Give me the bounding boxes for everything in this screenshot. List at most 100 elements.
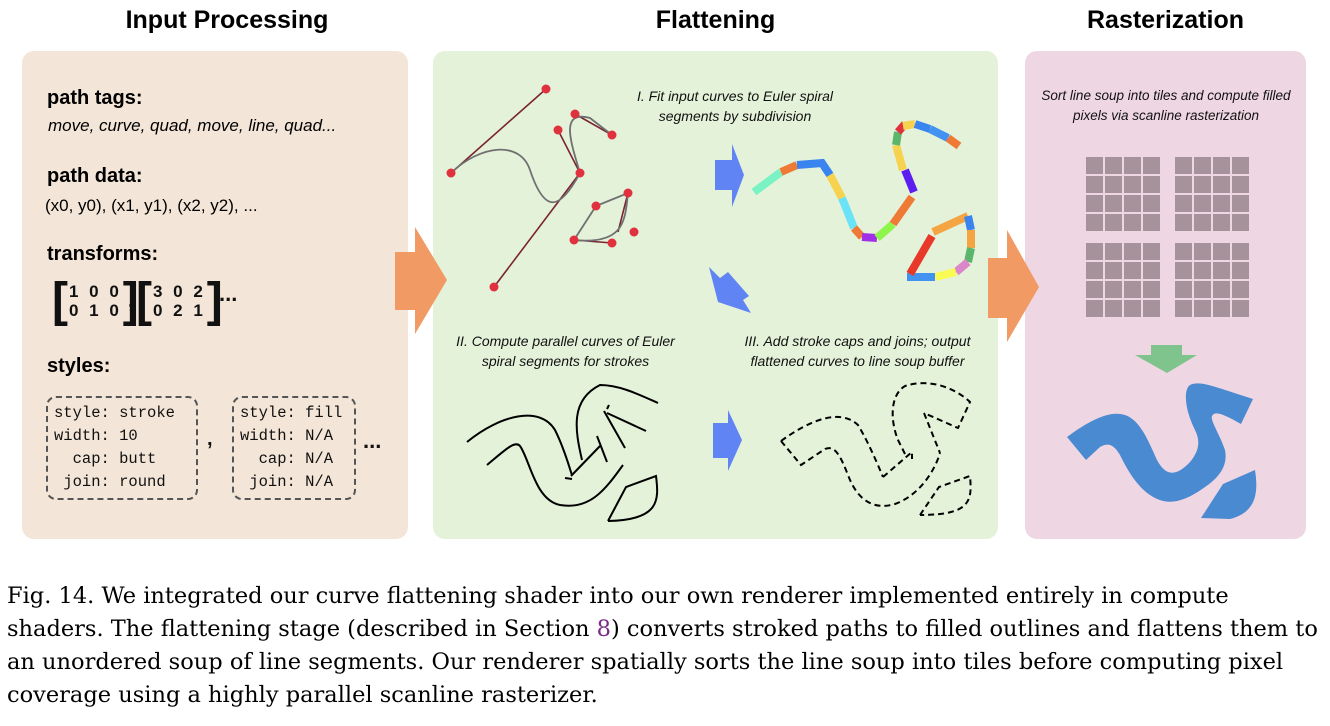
- tile-block: [1175, 157, 1249, 231]
- tile-cell: [1124, 243, 1141, 260]
- tile-cell: [1213, 195, 1230, 212]
- tile-cell: [1175, 176, 1192, 193]
- control-point: [591, 201, 601, 211]
- tile-cell: [1086, 157, 1103, 174]
- tile-cell: [1232, 214, 1249, 231]
- tile-cell: [1086, 300, 1103, 317]
- section-reference-link[interactable]: 8: [596, 616, 611, 642]
- tile-cell: [1213, 214, 1230, 231]
- control-point: [575, 168, 585, 178]
- tile-cell: [1213, 300, 1230, 317]
- control-point: [623, 188, 633, 198]
- step-3-caption: III. Add stroke caps and joins; output f…: [744, 333, 971, 369]
- transforms-label: transforms:: [47, 243, 159, 265]
- tile-cell: [1194, 243, 1211, 260]
- tile-cell: [1175, 281, 1192, 298]
- step-arrow-right-icon: [713, 410, 742, 471]
- tile-cell: [1105, 176, 1122, 193]
- tile-cell: [1143, 157, 1160, 174]
- tile-cell: [1232, 262, 1249, 279]
- tile-cell: [1105, 300, 1122, 317]
- tile-cell: [1105, 262, 1122, 279]
- transform-matrix-2: [ 3 0 2 0 2 1 ]: [136, 274, 223, 327]
- tile-cell: [1213, 281, 1230, 298]
- stage-title-flattening: Flattening: [655, 6, 776, 34]
- tile-cell: [1175, 214, 1192, 231]
- control-point: [607, 130, 617, 140]
- filled-result-shape: [1067, 383, 1257, 519]
- step-arrow-right-icon: [715, 144, 744, 207]
- stage-title-rasterization: Rasterization: [1087, 6, 1244, 34]
- tile-cell: [1086, 214, 1103, 231]
- tile-cell: [1232, 300, 1249, 317]
- matrix-row: 1 0 0: [68, 282, 122, 301]
- control-point: [629, 227, 639, 237]
- tile-cell: [1086, 262, 1103, 279]
- rasterization-panel: [1025, 51, 1306, 539]
- path-data-label: path data:: [47, 165, 143, 187]
- dashed-outlines: [780, 382, 972, 516]
- stage-arrow-icon: [395, 227, 447, 334]
- tile-cell: [1175, 243, 1192, 260]
- tile-cell: [1105, 281, 1122, 298]
- tile-cell: [1213, 243, 1230, 260]
- tile-cell: [1143, 300, 1160, 317]
- style-box-stroke: style: stroke width: 10 cap: butt join: …: [46, 396, 198, 500]
- tile-cell: [1124, 300, 1141, 317]
- input-processing-panel: [22, 51, 408, 539]
- bracket-right-icon: ]: [206, 274, 223, 327]
- matrix-row: 3 0 2: [152, 282, 206, 301]
- tile-cell: [1232, 195, 1249, 212]
- path-data-value: (x0, y0), (x1, y1), (x2, y2), ...: [45, 196, 258, 215]
- tile-cell: [1194, 300, 1211, 317]
- tile-cell: [1143, 214, 1160, 231]
- tile-cell: [1232, 157, 1249, 174]
- tile-block: [1086, 157, 1160, 231]
- tile-cell: [1194, 176, 1211, 193]
- styles-ellipsis: ...: [363, 428, 382, 453]
- tile-cell: [1086, 176, 1103, 193]
- tile-cell: [1194, 281, 1211, 298]
- caption-text-suffix: ) converts stroked paths to filled outli…: [7, 616, 1318, 708]
- path-tags-label: path tags:: [47, 87, 143, 109]
- tile-cell: [1194, 157, 1211, 174]
- transform-matrix-1: [ 1 0 0 0 1 0 ]: [52, 274, 139, 327]
- tile-cell: [1105, 195, 1122, 212]
- control-point: [541, 84, 551, 94]
- control-point: [607, 238, 617, 248]
- matrix-row: 0 1 0: [68, 301, 122, 320]
- tile-cell: [1143, 281, 1160, 298]
- transforms-ellipsis: ...: [219, 281, 238, 306]
- control-point: [569, 235, 579, 245]
- tile-cell: [1175, 195, 1192, 212]
- tile-cell: [1213, 262, 1230, 279]
- figure-caption: Fig. 14. We integrated our curve flatten…: [7, 580, 1325, 712]
- tile-cell: [1232, 176, 1249, 193]
- tile-block: [1086, 243, 1160, 317]
- raster-arrow-down-icon: [1135, 345, 1197, 373]
- euler-spiral-segments: [751, 120, 975, 281]
- style-box-fill: style: fill width: N/A cap: N/A join: N/…: [232, 396, 356, 500]
- control-point: [570, 109, 580, 119]
- tile-cell: [1175, 262, 1192, 279]
- matrix-row: 0 2 1: [152, 301, 206, 320]
- tile-cell: [1105, 214, 1122, 231]
- tile-block: [1175, 243, 1249, 317]
- tile-cell: [1124, 214, 1141, 231]
- tile-cell: [1232, 243, 1249, 260]
- stage-arrow-icon: [988, 230, 1039, 342]
- tile-cell: [1124, 157, 1141, 174]
- control-point: [489, 282, 499, 292]
- step-1-caption: I. Fit input curves to Euler spiral segm…: [636, 88, 834, 124]
- tile-cell: [1086, 243, 1103, 260]
- tile-cell: [1124, 195, 1141, 212]
- styles-label: styles:: [47, 355, 111, 377]
- tile-cell: [1086, 195, 1103, 212]
- transforms-separator: ,: [128, 290, 134, 312]
- control-point: [553, 125, 563, 135]
- bracket-left-icon: [: [52, 274, 68, 327]
- tile-cell: [1124, 281, 1141, 298]
- caption-text-prefix: Fig. 14. We integrated our curve flatten…: [7, 583, 1229, 642]
- tile-cell: [1143, 176, 1160, 193]
